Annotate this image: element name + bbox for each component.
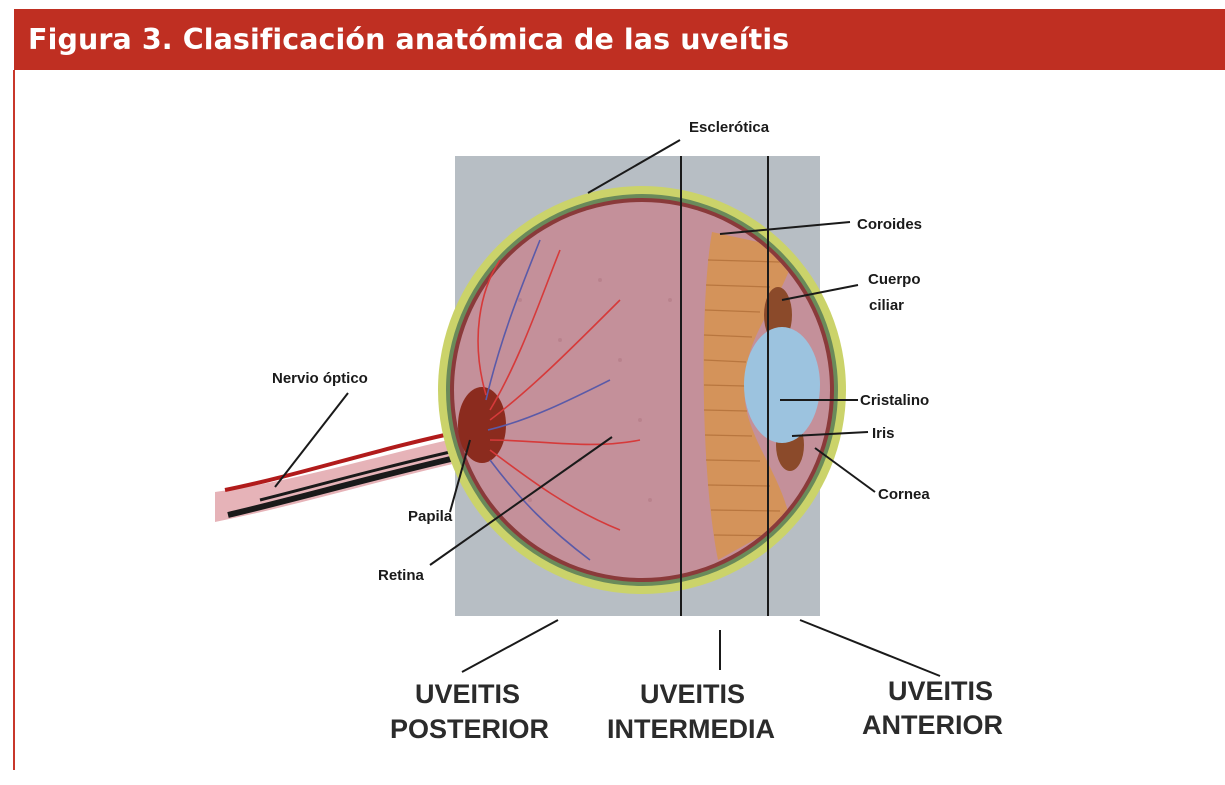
zone-anterior-line2: ANTERIOR [862, 710, 1003, 740]
label-iris: Iris [872, 425, 895, 442]
figure-title: Figura 3. Clasificación anatómica de las… [28, 23, 790, 56]
label-papila: Papila [408, 508, 453, 525]
label-cornea: Cornea [878, 486, 930, 503]
zone-intermedia-line2: INTERMEDIA [607, 714, 775, 744]
zone-intermedia-line1: UVEITIS [640, 679, 745, 709]
zone-posterior-line2: POSTERIOR [390, 714, 549, 744]
label-cuerpo-ciliar-2: ciliar [869, 297, 904, 314]
optic-nerve [215, 428, 470, 522]
optic-disc [458, 387, 506, 463]
figure-header: Figura 3. Clasificación anatómica de las… [14, 9, 1225, 70]
zone-posterior-line1: UVEITIS [415, 679, 520, 709]
zone-anterior-line1: UVEITIS [888, 676, 993, 706]
lens [744, 327, 820, 443]
frame-border [13, 70, 15, 770]
label-esclerotica: Esclerótica [689, 119, 770, 136]
retinal-vessels [477, 239, 641, 561]
label-cuerpo-ciliar-1: Cuerpo [868, 271, 921, 288]
label-nervio-optico: Nervio óptico [272, 370, 368, 387]
label-coroides: Coroides [857, 216, 922, 233]
label-cristalino: Cristalino [860, 392, 929, 409]
ciliary-band [703, 232, 795, 560]
label-retina: Retina [378, 567, 425, 584]
